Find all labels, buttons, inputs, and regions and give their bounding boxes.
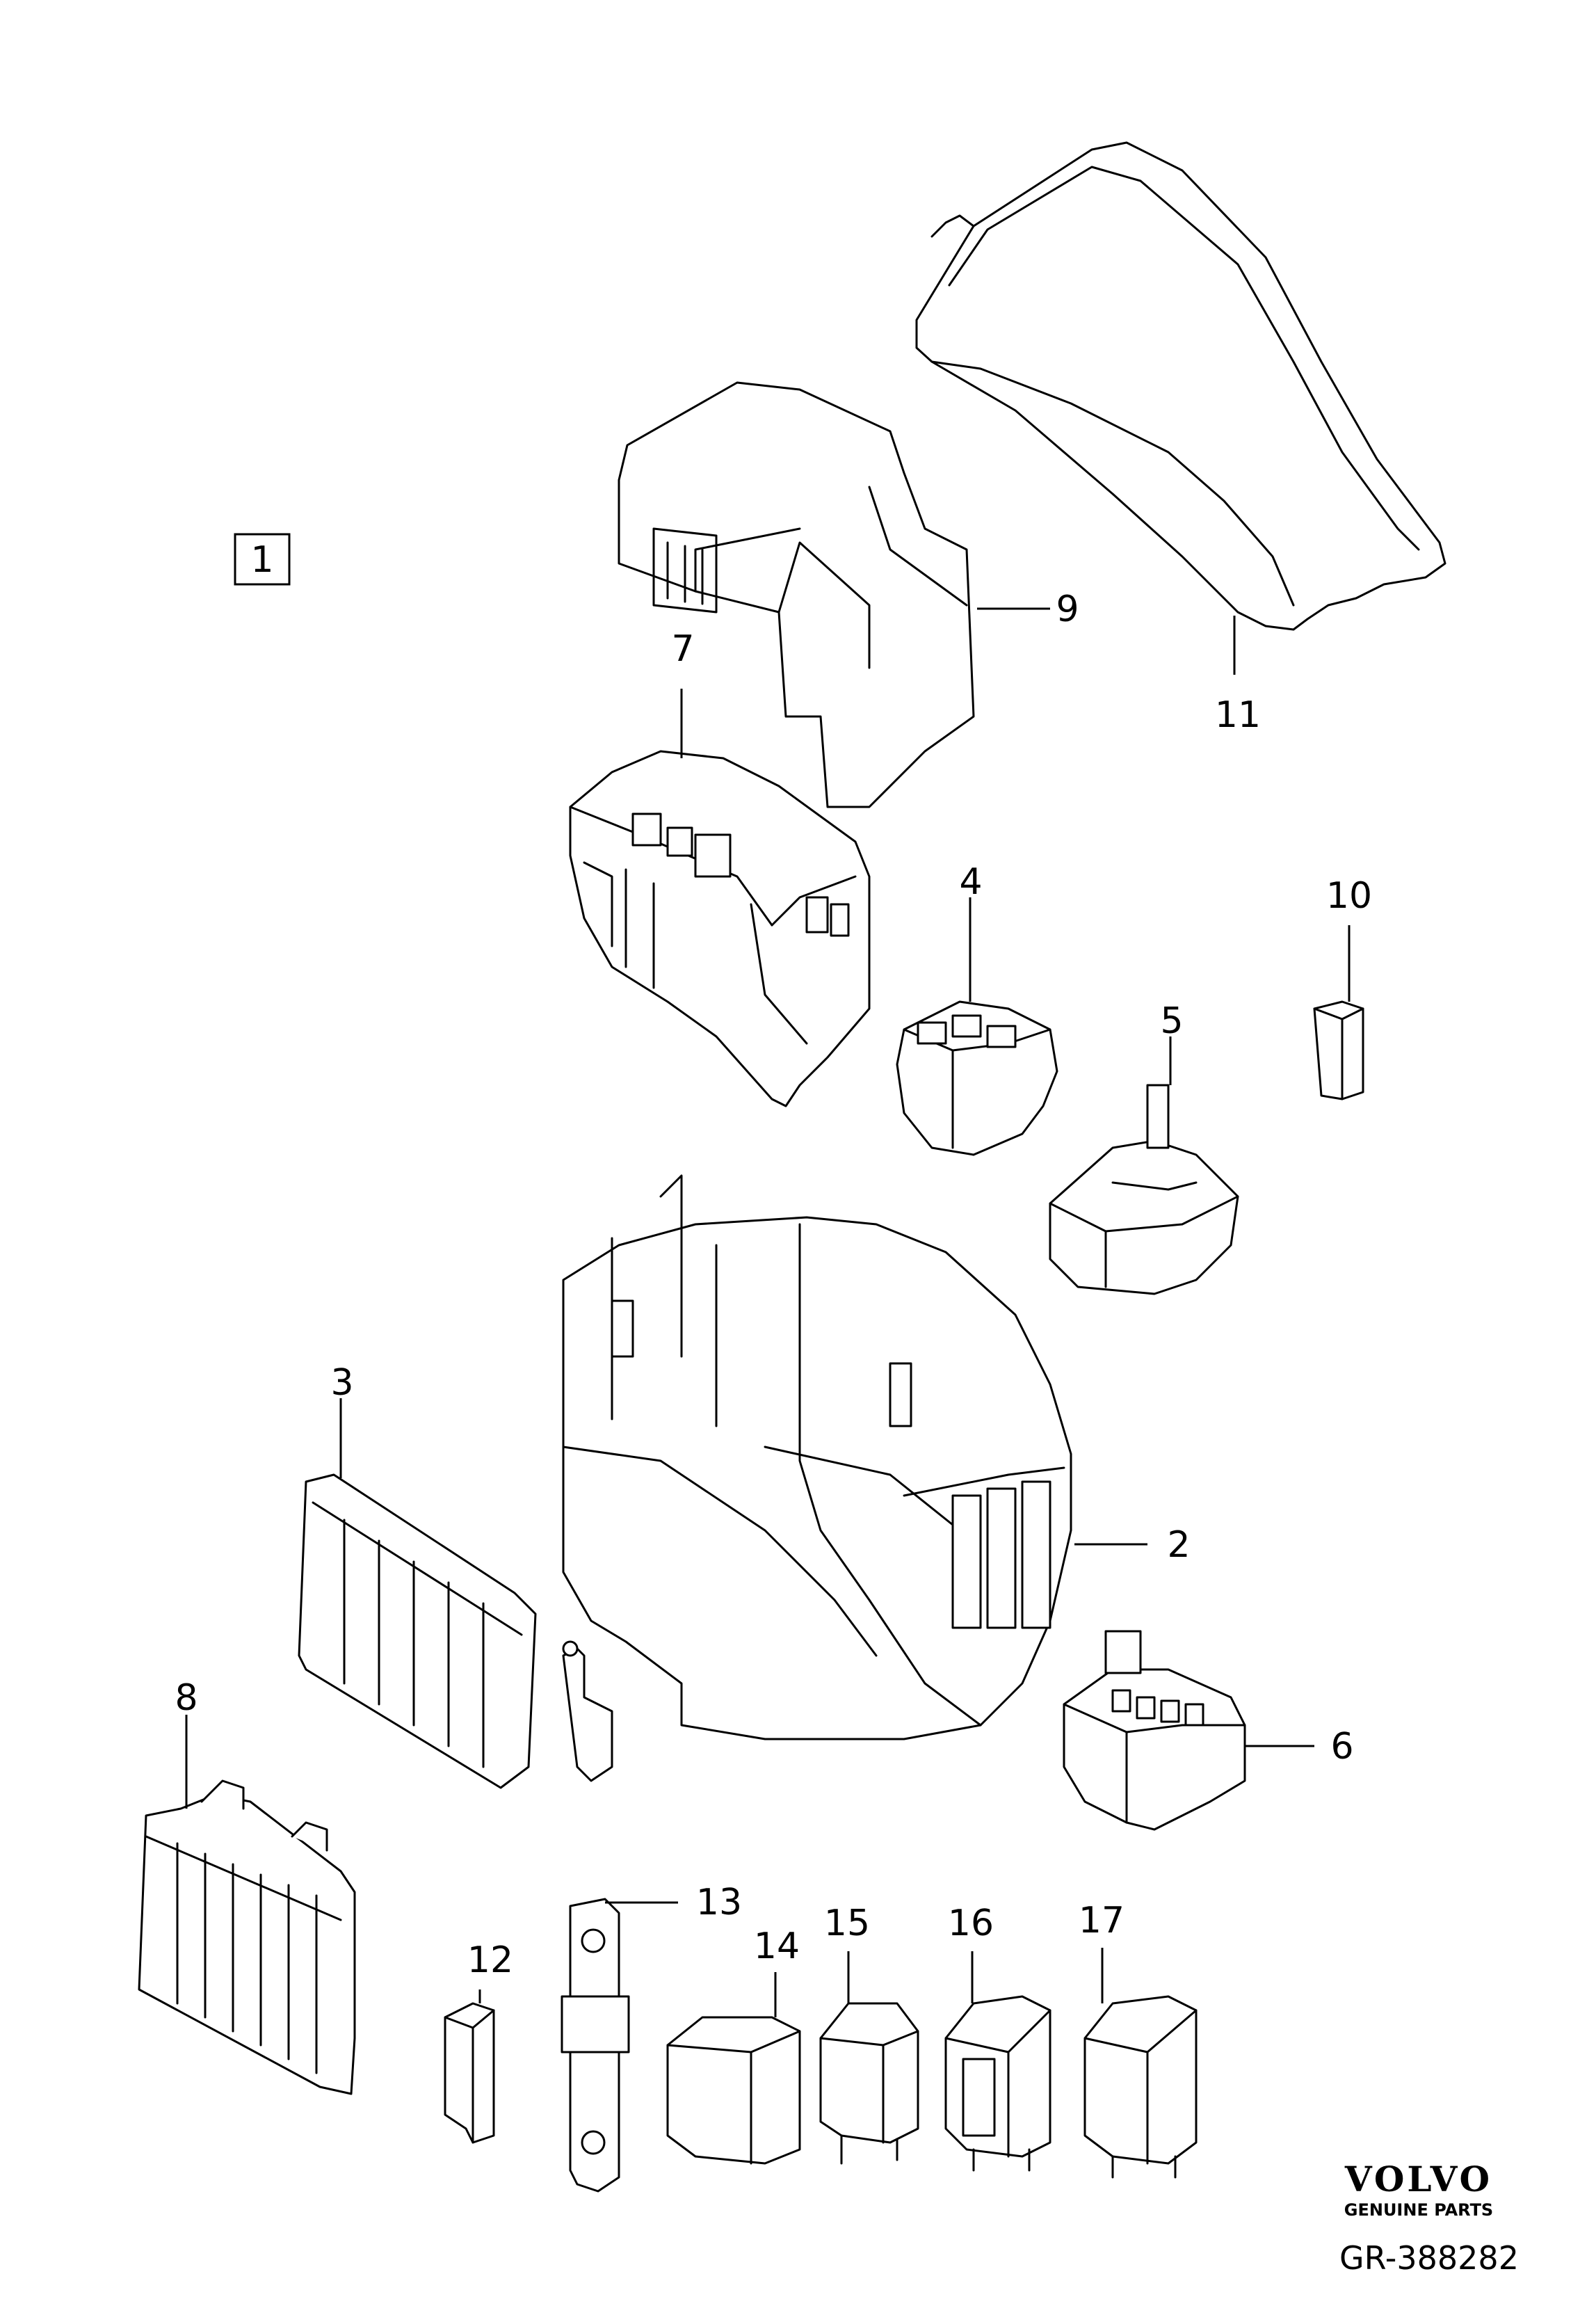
- part-6-connector: [1063, 1630, 1246, 1831]
- part-4-holder: [896, 1000, 1058, 1156]
- callout-15: 15: [824, 1903, 870, 1944]
- part-11-cover: [915, 141, 1446, 631]
- callout-17: 17: [1079, 1900, 1125, 1941]
- leader-lines: [185, 607, 1351, 2017]
- part-5-fuse-holder: [1049, 1084, 1239, 1295]
- part-8-fuse-cover: [138, 1779, 356, 2095]
- brand-tagline: GENUINE PARTS: [1344, 2200, 1493, 2220]
- callout-16: 16: [948, 1903, 994, 1944]
- callouts: 2 3 4 5 6 7 8 9 10 11 12 13 14 15 16 17: [175, 588, 1372, 1981]
- callout-3: 3: [330, 1362, 353, 1404]
- callout-5: 5: [1160, 1000, 1183, 1042]
- brand-block: VOLVO GENUINE PARTS GR-388282: [1339, 2159, 1519, 2277]
- part-12-fuse: [444, 2002, 495, 2144]
- callout-9: 9: [1056, 588, 1079, 630]
- assembly-label-text: 1: [250, 539, 273, 581]
- callout-11: 11: [1215, 694, 1261, 736]
- callout-8: 8: [175, 1677, 198, 1719]
- part-3-fuse-carrier: [298, 1473, 613, 1789]
- callout-10: 10: [1326, 875, 1372, 917]
- callout-2: 2: [1167, 1524, 1190, 1566]
- callout-13: 13: [696, 1882, 742, 1923]
- part-10-clip: [1313, 1000, 1364, 1100]
- assembly-label: 1: [234, 533, 291, 586]
- callout-12: 12: [467, 1939, 513, 1981]
- callout-14: 14: [754, 1925, 800, 1967]
- part-9-lid: [618, 381, 975, 808]
- diagram-reference: GR-388282: [1339, 2239, 1519, 2277]
- brand-logo: VOLVO: [1344, 2159, 1492, 2200]
- part-13-strip-fuse: [561, 1898, 630, 2193]
- part-16-relay: [944, 1995, 1051, 2172]
- part-14-relay: [666, 2016, 801, 2165]
- callout-7: 7: [671, 628, 694, 670]
- callout-4: 4: [959, 861, 982, 903]
- part-2-base: [562, 1174, 1072, 1740]
- part-7-relay-block: [569, 750, 871, 1107]
- part-15-relay: [819, 2002, 919, 2165]
- callout-6: 6: [1330, 1726, 1353, 1768]
- part-17-relay: [1083, 1995, 1198, 2179]
